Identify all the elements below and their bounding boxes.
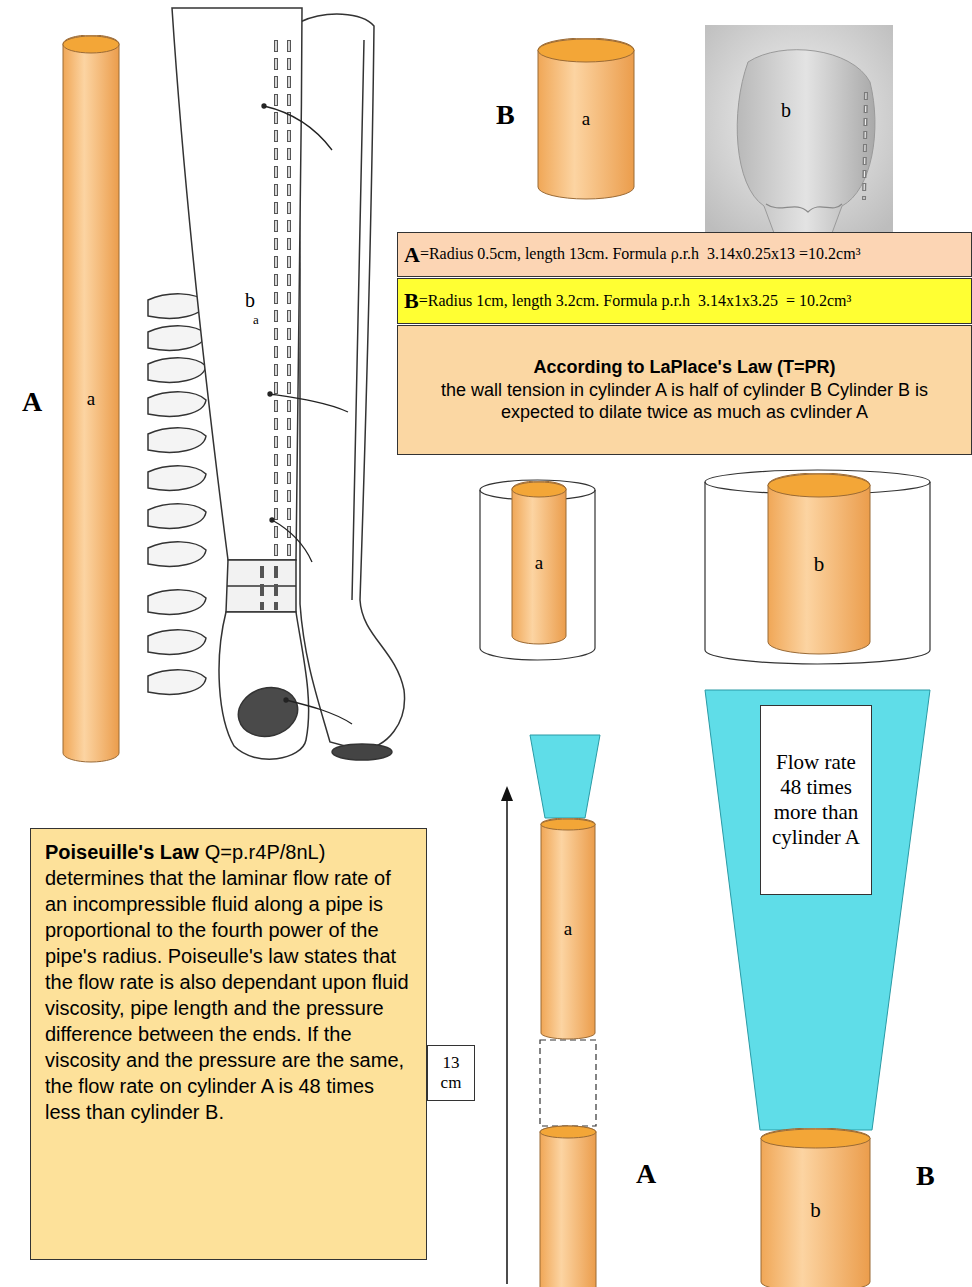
flow-note-box: Flow rate 48 times more than cylinder A bbox=[760, 705, 872, 895]
node-text: a bbox=[582, 108, 590, 130]
rib-shapes bbox=[148, 294, 206, 694]
cylinder-body bbox=[512, 481, 566, 644]
cylinder-top bbox=[541, 819, 595, 830]
suture bbox=[264, 106, 332, 150]
rib-shapes bbox=[148, 326, 206, 350]
suture bbox=[268, 392, 272, 396]
node-text: a bbox=[87, 388, 95, 410]
heading-text: B bbox=[404, 288, 419, 313]
flow-funnel bbox=[530, 690, 930, 1130]
staple-line bbox=[276, 41, 289, 555]
surgical-illustration bbox=[148, 8, 405, 760]
loop-fold-line bbox=[352, 40, 364, 600]
cylinder: a bbox=[511, 481, 567, 645]
suture bbox=[270, 394, 348, 412]
suture bbox=[262, 104, 352, 724]
node-text: Flow rate 48 times more than cylinder A bbox=[767, 750, 865, 851]
cylinder-top bbox=[768, 474, 870, 497]
suture bbox=[286, 700, 352, 724]
suture bbox=[272, 520, 312, 562]
cylinder-segment bbox=[540, 1126, 596, 1138]
law-box: Poiseuille's LawQ=p.r4P/8nL) determines … bbox=[30, 828, 427, 1260]
figure-letter: B bbox=[916, 1162, 935, 1190]
heading-text: Poiseuille's Law bbox=[45, 841, 199, 863]
stomach-illustration bbox=[737, 50, 875, 233]
cylinder-top bbox=[538, 39, 634, 62]
figure-letter: A bbox=[636, 1160, 656, 1188]
rib-shapes bbox=[148, 428, 206, 452]
figure-letter: A bbox=[22, 388, 42, 416]
part-letter: b bbox=[245, 290, 255, 310]
stomach-illustration bbox=[766, 204, 842, 212]
jejunal-loop bbox=[300, 14, 405, 750]
node-text: =Radius 1cm, length 3.2cm. Formula p.r.h… bbox=[419, 292, 852, 310]
rib-shapes bbox=[148, 542, 206, 566]
omitted-segment bbox=[540, 1040, 596, 1126]
outer-cylinder bbox=[480, 470, 930, 664]
cylinder-top bbox=[761, 1129, 870, 1148]
rib-shapes bbox=[148, 670, 206, 694]
cylinder-segment bbox=[540, 1126, 596, 1287]
cylinder: a bbox=[62, 35, 120, 763]
heading-text: According to LaPlace's Law (T=PR) bbox=[534, 356, 836, 379]
outer-cylinder bbox=[480, 480, 595, 500]
stomach-illustration bbox=[705, 25, 893, 233]
cylinder-top bbox=[63, 36, 119, 53]
cylinder-segment bbox=[540, 1126, 596, 1287]
flow-funnel bbox=[530, 735, 600, 818]
node-text: a bbox=[564, 918, 572, 940]
law-box: According to LaPlace's Law (T=PR)the wal… bbox=[397, 325, 972, 455]
rib-shapes bbox=[148, 358, 206, 382]
part-letter: a bbox=[253, 313, 259, 326]
loop-opening bbox=[332, 744, 392, 760]
rib-shapes bbox=[148, 590, 206, 614]
stomach-illustration bbox=[864, 92, 866, 200]
node-text: b bbox=[810, 1198, 821, 1222]
cylinder-body bbox=[761, 1128, 870, 1287]
formula-box: B=Radius 1cm, length 3.2cm. Formula p.r.… bbox=[397, 278, 972, 324]
suture bbox=[270, 518, 274, 522]
tube-opening bbox=[233, 681, 303, 743]
stomach-illustration bbox=[864, 93, 866, 199]
cylinder-body bbox=[768, 473, 870, 654]
tube-end bbox=[219, 612, 309, 759]
staple-line bbox=[262, 40, 289, 610]
cylinder: b bbox=[760, 1128, 871, 1287]
heading-text: A bbox=[404, 242, 420, 267]
cylinder: a bbox=[537, 38, 635, 200]
cylinder: a bbox=[540, 818, 596, 1040]
dimension-box: 13 cm bbox=[427, 1045, 475, 1101]
cylinder-body bbox=[541, 818, 595, 1039]
node-text: the wall tension in cylinder A is half o… bbox=[408, 379, 961, 424]
formula-box: A=Radius 0.5cm, length 13cm. Formula ρ.r… bbox=[397, 232, 972, 277]
node-text: 13 cm bbox=[431, 1053, 471, 1094]
cylinder: b bbox=[767, 473, 871, 655]
rib-shapes bbox=[148, 392, 206, 416]
figure-letter: B bbox=[496, 101, 515, 129]
stomach-illustration bbox=[705, 25, 893, 233]
part-letter: b bbox=[781, 100, 791, 120]
node-text: b bbox=[814, 552, 825, 576]
cylinder-top bbox=[512, 482, 566, 497]
node-text: a bbox=[535, 552, 543, 574]
length-arrow bbox=[501, 786, 513, 1284]
rib-shapes bbox=[148, 630, 206, 654]
flow-funnel bbox=[705, 690, 930, 1130]
cylinder-body bbox=[63, 35, 119, 762]
node-text: Q=p.r4P/8nL) determines that the laminar… bbox=[45, 841, 409, 1123]
rib-shapes bbox=[148, 466, 206, 490]
rib-shapes bbox=[148, 504, 206, 528]
suture bbox=[262, 104, 266, 108]
gastric-tube bbox=[172, 8, 302, 560]
length-arrow bbox=[501, 786, 513, 801]
node-text: =Radius 0.5cm, length 13cm. Formula ρ.r.… bbox=[420, 245, 861, 263]
suture bbox=[284, 698, 288, 702]
length-arrow bbox=[506, 798, 508, 1284]
cylinder-body bbox=[538, 38, 634, 199]
